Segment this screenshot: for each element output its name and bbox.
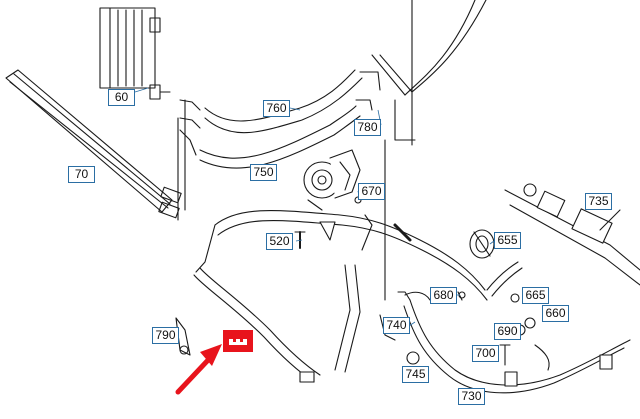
- highlight-arrow: [175, 344, 222, 395]
- callout-70[interactable]: 70: [68, 166, 95, 183]
- callout-760[interactable]: 760: [263, 100, 290, 117]
- oil-cooler: [99, 7, 171, 100]
- callout-730[interactable]: 730: [458, 388, 485, 405]
- callout-740[interactable]: 740: [383, 317, 410, 334]
- callout-670[interactable]: 670: [358, 183, 385, 200]
- callout-660[interactable]: 660: [542, 305, 569, 322]
- callout-700[interactable]: 700: [472, 345, 499, 362]
- callout-690[interactable]: 690: [494, 323, 521, 340]
- callout-745[interactable]: 745: [402, 366, 429, 383]
- callout-790[interactable]: 790: [152, 327, 179, 344]
- callout-655[interactable]: 655: [494, 232, 521, 249]
- power-steering-pump: [303, 149, 361, 211]
- supply-tubes: [177, 0, 416, 301]
- callout-680[interactable]: 680: [430, 287, 457, 304]
- callout-520[interactable]: 520: [266, 233, 293, 250]
- callout-735[interactable]: 735: [585, 193, 612, 210]
- steering-gear: [504, 183, 640, 286]
- callout-750[interactable]: 750: [250, 164, 277, 181]
- callout-665[interactable]: 665: [522, 287, 549, 304]
- callout-60[interactable]: 60: [108, 89, 135, 106]
- highlight-mark-icon: [229, 339, 247, 345]
- reservoir: [469, 229, 495, 259]
- return-lines: [179, 0, 487, 169]
- callout-780[interactable]: 780: [354, 119, 381, 136]
- pressure-hose: [193, 210, 631, 394]
- power-steering-cooler: [5, 69, 182, 219]
